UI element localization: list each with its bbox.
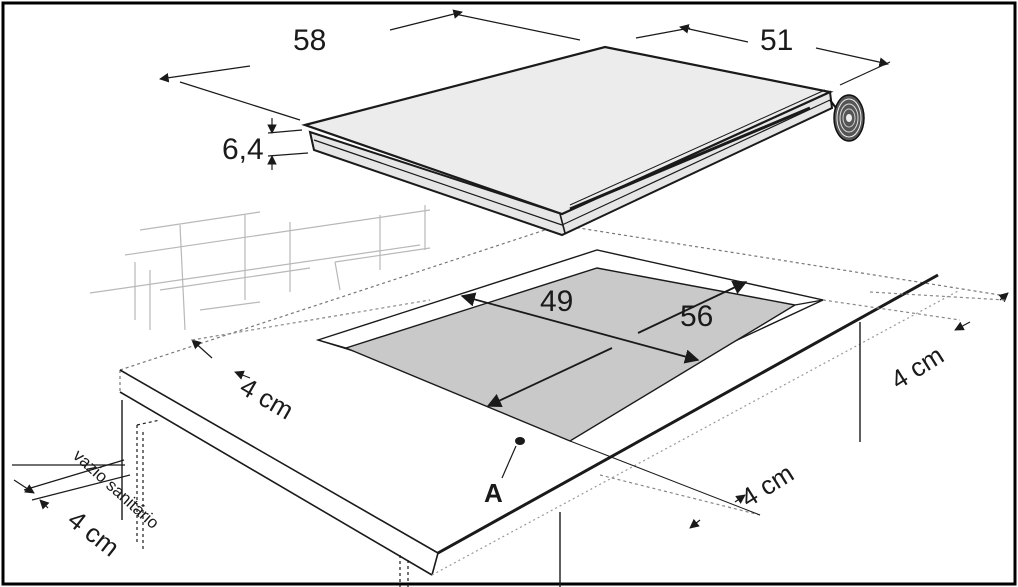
cable-coil <box>829 94 865 142</box>
dim-56-label: 56 <box>680 300 713 333</box>
dim-4cm-right-label: 4 cm <box>885 340 949 395</box>
dim-51 <box>635 24 891 86</box>
dim-4cm-bottom-label: 4 cm <box>62 504 125 562</box>
dim-4cm-front-label: 4 cm <box>735 458 799 513</box>
dim-58-label: 58 <box>293 24 326 57</box>
dim-4cm-back <box>191 299 431 380</box>
dim-6-4 <box>267 118 309 170</box>
dim-4cm-back-label: 4 cm <box>235 371 299 425</box>
dim-4cm-right <box>822 291 1009 331</box>
dim-6-4-label: 6,4 <box>222 133 264 166</box>
marker-a <box>501 437 525 479</box>
dim-4cm-front <box>569 440 761 529</box>
dim-49-label: 49 <box>540 285 573 318</box>
dim-49 <box>460 292 700 364</box>
dim-58 <box>159 9 581 121</box>
hob <box>301 45 834 237</box>
marker-a-label: A <box>484 478 503 508</box>
dim-4cm-bottom <box>12 459 131 510</box>
cutout-opening <box>315 249 826 442</box>
dim-51-label: 51 <box>760 24 793 57</box>
wall-tiles <box>89 205 431 331</box>
dim-56 <box>486 281 748 408</box>
